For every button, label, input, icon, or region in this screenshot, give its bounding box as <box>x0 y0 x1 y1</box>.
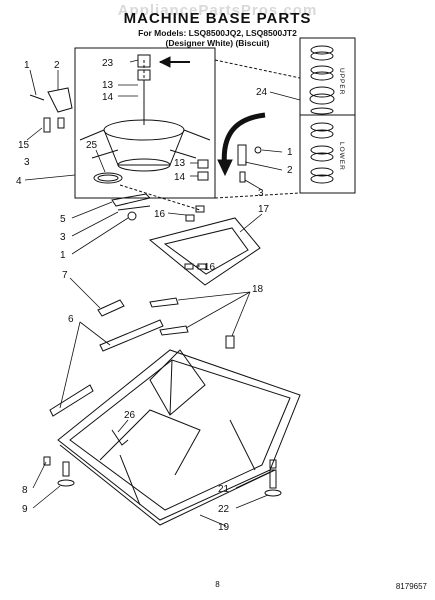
left-bolt <box>43 456 51 466</box>
left-bracket <box>47 87 73 113</box>
left-foot <box>57 479 75 487</box>
callout-4: 4 <box>16 176 22 187</box>
base-frame <box>57 349 301 526</box>
variants-line: (Designer White) (Biscuit) <box>165 38 270 48</box>
callout-19: 19 <box>218 522 230 533</box>
callout-17: 17 <box>258 204 270 215</box>
lower-label: LOWER <box>338 142 345 171</box>
lower-bushings <box>310 122 334 184</box>
page-title: MACHINE BASE PARTS <box>123 10 312 27</box>
callout-9: 9 <box>22 504 28 515</box>
watermark: AppliancePartsPros.com <box>117 2 318 19</box>
rail-upper <box>99 319 164 352</box>
callout-7: 7 <box>62 270 68 281</box>
triangle-frame <box>148 217 261 286</box>
callout-3c: 3 <box>60 232 66 243</box>
doc-number: 8179657 <box>395 582 427 591</box>
callout-16b: 16 <box>204 262 216 273</box>
callout-3: 3 <box>24 157 30 168</box>
rail-lower <box>49 384 94 417</box>
callout-5: 5 <box>60 214 66 225</box>
callout-13: 13 <box>102 80 114 91</box>
callout-13b: 13 <box>174 158 186 169</box>
right-bolt <box>269 459 277 469</box>
callout-23: 23 <box>102 58 114 69</box>
callout-1: 1 <box>24 60 30 71</box>
right-bracket <box>237 144 247 166</box>
rod-part <box>97 299 125 317</box>
callout-6: 6 <box>68 314 74 325</box>
callout-14b: 14 <box>174 172 186 183</box>
callout-1b: 1 <box>287 147 293 158</box>
callout-14: 14 <box>102 92 114 103</box>
callout-16: 16 <box>154 209 166 220</box>
callout-15: 15 <box>18 140 30 151</box>
ring-part <box>93 172 123 184</box>
page-number: 8 <box>215 580 220 589</box>
callout-1c: 1 <box>60 250 66 261</box>
callout-3b: 3 <box>258 188 264 199</box>
callout-2: 2 <box>54 60 60 71</box>
callout-18: 18 <box>252 284 264 295</box>
right-foot <box>264 489 282 497</box>
callout-2b: 2 <box>287 165 293 176</box>
callout-24: 24 <box>256 87 268 98</box>
gearcase-inset-box <box>74 47 216 199</box>
strap-part <box>111 193 151 207</box>
callout-22: 22 <box>218 504 230 515</box>
callout-25: 25 <box>86 140 98 151</box>
curved-arrow <box>221 112 266 171</box>
upper-bushings <box>309 45 335 115</box>
callout-8: 8 <box>22 485 28 496</box>
callout-21: 21 <box>218 484 230 495</box>
models-line: For Models: LSQ8500JQ2, LSQ8500JT2 <box>138 28 297 38</box>
upper-label: UPPER <box>338 68 345 95</box>
callout-26: 26 <box>124 410 136 421</box>
gearcase <box>79 54 211 172</box>
